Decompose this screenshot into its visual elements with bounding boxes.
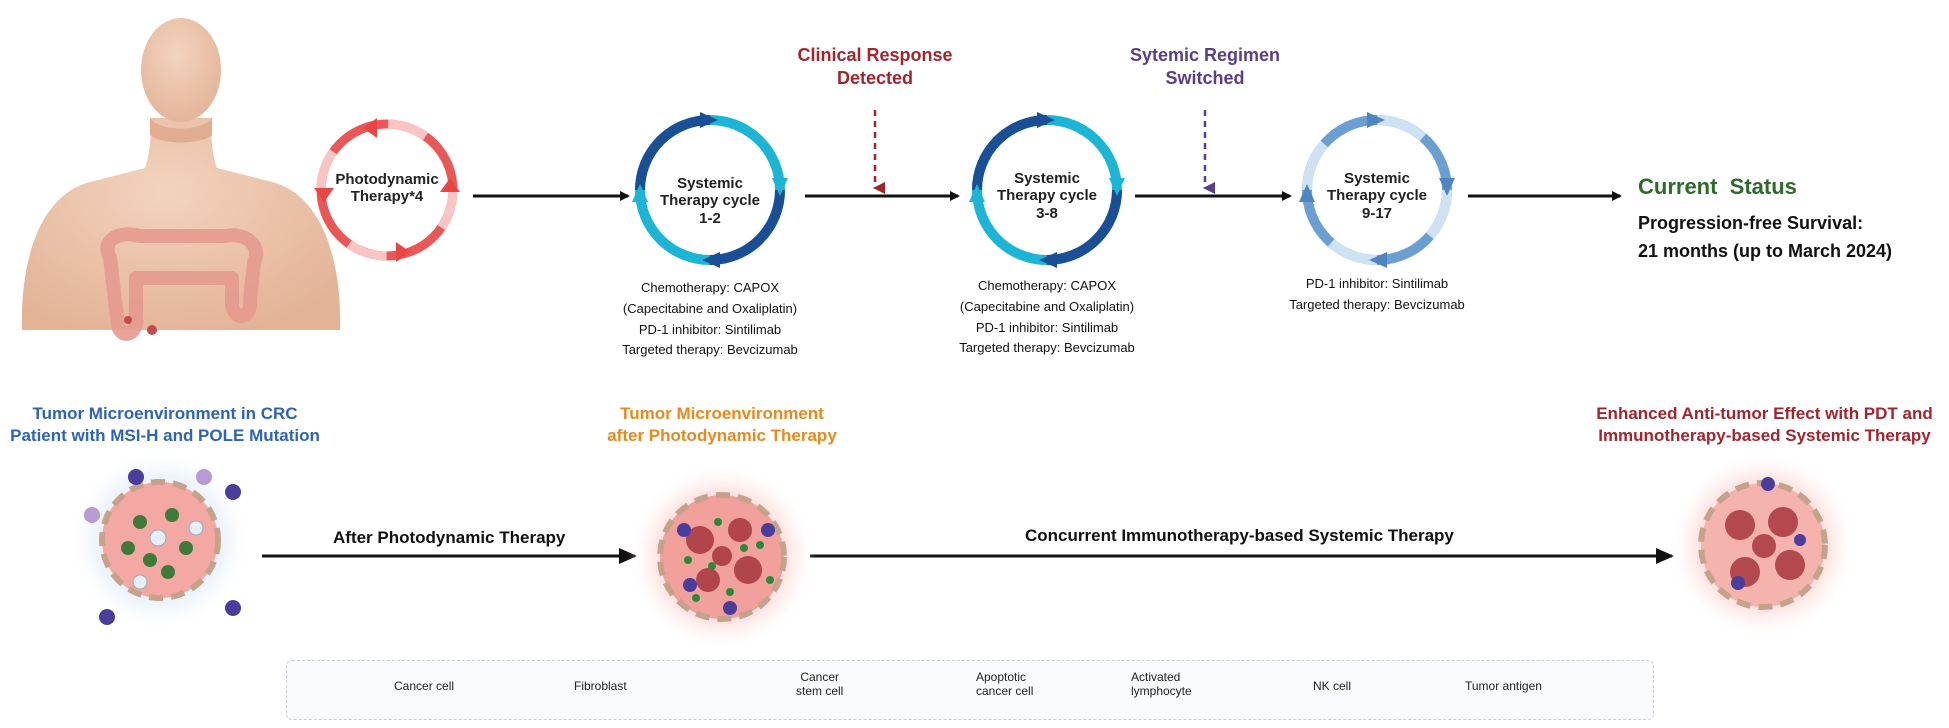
- legend-apoptotic-cell: Apoptotic cancer cell: [976, 670, 1034, 699]
- legend: [286, 660, 1654, 720]
- current-status-details: Progression-free Survival: 21 months (up…: [1638, 210, 1892, 266]
- timeline-arrows: [473, 110, 1622, 201]
- note-line: (Capecitabine and Oxaliplatin): [622, 300, 798, 316]
- note-line: PD-1 inhibitor: Sintilimab: [638, 321, 782, 337]
- cycle-1-2-notes: Chemotherapy: CAPOX (Capecitabine and Ox…: [610, 278, 810, 361]
- legend-stem-cell-line1: Cancer: [800, 670, 840, 684]
- legend-activated-lymphocyte: Activated lymphocyte: [1131, 670, 1192, 699]
- concurrent-therapy-arrow-label: Concurrent Immunotherapy-based Systemic …: [1025, 526, 1454, 545]
- tumor-microenvironment-initial: [68, 448, 252, 632]
- legend-nk-cell-label: NK cell: [1313, 679, 1352, 693]
- legend-fibroblast-label: Fibroblast: [574, 679, 627, 693]
- tme-enhanced-title-line2: Immunotherapy-based Systemic Therapy: [1598, 426, 1931, 446]
- cycle-9-17-notes: PD-1 inhibitor: Sintilimab Targeted ther…: [1277, 274, 1477, 316]
- cycle-3-8-ring: [969, 112, 1125, 268]
- tme-after-pdt-title-line2: after Photodynamic Therapy: [607, 426, 837, 446]
- clinical-response-line1: Clinical Response: [797, 45, 953, 65]
- status-line2: 21 months (up to March 2024): [1638, 240, 1893, 261]
- legend-tumor-antigen: Tumor antigen: [1465, 679, 1542, 694]
- legend-tumor-antigen-label: Tumor antigen: [1465, 679, 1542, 693]
- legend-apoptotic-label: Apoptotic cancer cell: [976, 670, 1034, 699]
- regimen-switched-label: Sytemic Regimen Switched: [1100, 44, 1310, 91]
- cycle-3-8-notes: Chemotherapy: CAPOX (Capecitabine and Ox…: [947, 276, 1147, 359]
- legend-stem-cell: Cancer stem cell: [796, 670, 844, 699]
- legend-stem-cell-label: Cancer stem cell: [796, 670, 844, 699]
- note-line: PD-1 inhibitor: Sintilimab: [975, 319, 1119, 335]
- tumor-microenvironment-after-pdt: [627, 462, 817, 652]
- legend-fibroblast: Fibroblast: [574, 679, 627, 694]
- tumor-microenvironment-enhanced: [1668, 450, 1858, 640]
- legend-apoptotic-line1: Apoptotic: [976, 670, 1027, 684]
- note-line: Chemotherapy: CAPOX: [640, 280, 779, 295]
- note-line: Chemotherapy: CAPOX: [977, 278, 1116, 293]
- legend-lymphocyte-label: Activated lymphocyte: [1131, 670, 1192, 699]
- legend-nk-cell: NK cell: [1313, 679, 1352, 694]
- current-status-title: Current Status: [1638, 174, 1797, 199]
- tme-enhanced-title: Enhanced Anti-tumor Effect with PDT and …: [1580, 403, 1949, 447]
- note-line: (Capecitabine and Oxaliplatin): [959, 298, 1135, 314]
- tme-initial-title-line1: Tumor Microenvironment in CRC: [32, 404, 298, 423]
- legend-cancer-cell-label: Cancer cell: [394, 679, 455, 693]
- legend-stem-cell-line2: stem cell: [796, 683, 844, 698]
- note-line: Targeted therapy: Bevcizumab: [959, 340, 1135, 356]
- cycle-1-2-ring: [632, 112, 788, 268]
- pdt-cycle-ring: [314, 118, 460, 262]
- legend-lymphocyte-line2: lymphocyte: [1131, 683, 1192, 698]
- legend-lymphocyte-line1: Activated: [1131, 670, 1181, 684]
- pdt-label: Photodynamic Therapy*4: [335, 171, 439, 206]
- regimen-switched-line2: Switched: [1165, 68, 1245, 89]
- clinical-response-label: Clinical Response Detected: [775, 44, 975, 91]
- legend-cancer-cell: Cancer cell: [394, 679, 455, 694]
- tme-initial-title: Tumor Microenvironment in CRC Patient wi…: [0, 403, 330, 447]
- human-figure-illustration: [21, 18, 341, 341]
- cycle-1-2-label: Systemic Therapy cycle 1-2: [659, 175, 761, 227]
- status-line1: Progression-free Survival:: [1638, 213, 1864, 233]
- tme-after-pdt-title-line1: Tumor Microenvironment: [620, 404, 824, 423]
- note-line: Targeted therapy: Bevcizumab: [622, 342, 798, 358]
- legend-apoptotic-line2: cancer cell: [976, 683, 1034, 698]
- cycle-9-17-label: Systemic Therapy cycle 9-17: [1326, 170, 1428, 222]
- cycle-3-8-label: Systemic Therapy cycle 3-8: [996, 170, 1098, 222]
- tme-enhanced-title-line1: Enhanced Anti-tumor Effect with PDT and: [1596, 404, 1933, 423]
- note-line: Targeted therapy: Bevcizumab: [1289, 296, 1465, 312]
- note-line: PD-1 inhibitor: Sintilimab: [1305, 276, 1449, 291]
- clinical-response-line2: Detected: [836, 68, 914, 89]
- tme-after-pdt-title: Tumor Microenvironment after Photodynami…: [577, 403, 867, 447]
- after-pdt-arrow-label: After Photodynamic Therapy: [333, 528, 566, 547]
- regimen-switched-line1: Sytemic Regimen: [1129, 45, 1281, 65]
- tme-initial-title-line2: Patient with MSI-H and POLE Mutation: [10, 426, 320, 446]
- cycle-9-17-ring: [1299, 112, 1455, 268]
